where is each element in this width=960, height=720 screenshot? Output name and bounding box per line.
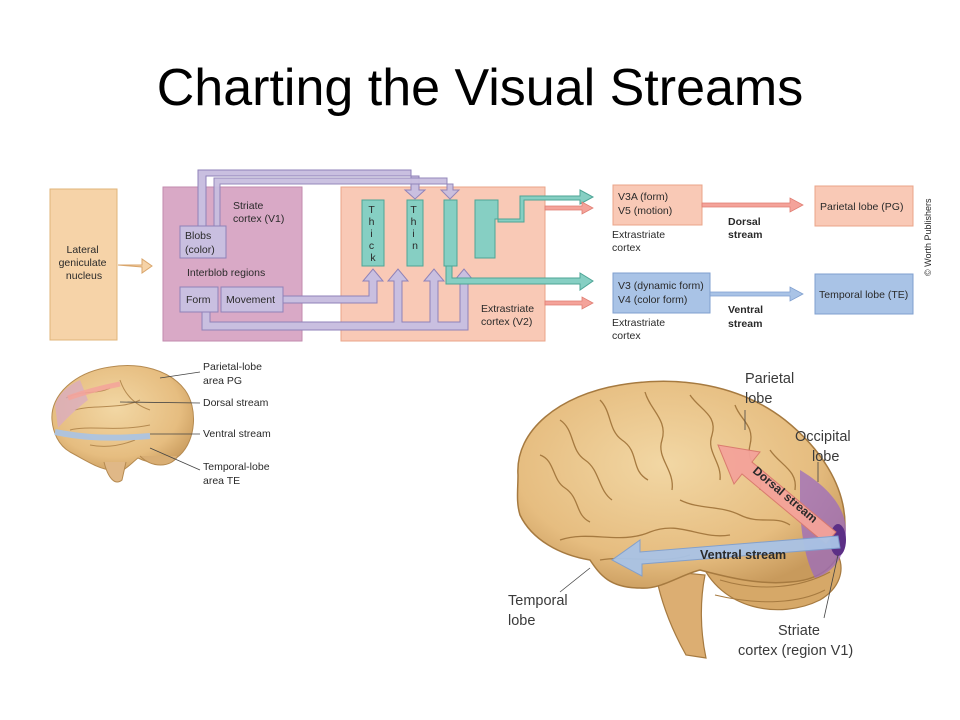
svg-text:Dorsal stream: Dorsal stream xyxy=(728,216,764,241)
svg-text:V3A (form) V5 (motion): V3A (form) V5 (motion) xyxy=(618,191,672,217)
small-parietal-2: area PG xyxy=(203,375,242,387)
small-parietal-1: Parietal-lobe xyxy=(203,361,262,373)
thick-letter: c xyxy=(369,240,374,252)
large-occipital-1: Occipital xyxy=(795,429,851,445)
small-temporal-1: Temporal-lobe xyxy=(203,461,270,473)
lgn-label-2: geniculate xyxy=(59,257,107,269)
striate-label-2: cortex (V1) xyxy=(233,213,284,225)
v2-to-ventral-pink xyxy=(544,296,594,310)
interstripe xyxy=(443,199,458,267)
thin-letter: i xyxy=(412,228,414,240)
large-occipital-2: lobe xyxy=(812,449,839,465)
small-brain xyxy=(51,365,195,483)
dorsal-stream-1: Dorsal xyxy=(728,216,761,228)
copyright-text: © Worth Publishers xyxy=(923,198,933,276)
temporal-lobe-box xyxy=(814,273,914,315)
lgn-label-1: Lateral xyxy=(66,244,98,256)
blob-to-thin-path xyxy=(197,169,427,227)
lgn-to-v1-arrow xyxy=(117,258,153,274)
thin-letter: h xyxy=(411,216,417,228)
large-brain xyxy=(516,380,846,659)
v2-label-1: Extrastriate xyxy=(481,303,534,315)
parietal-lobe-box xyxy=(814,185,914,227)
v2-to-dorsal-teal xyxy=(474,189,595,259)
svg-text:Temporal lobe: Temporal lobe xyxy=(508,593,572,629)
small-ventral-label: Ventral stream xyxy=(203,428,271,440)
small-dorsal-label: Dorsal stream xyxy=(203,397,269,409)
thick-letter: h xyxy=(369,216,375,228)
ventral-to-temporal-arrow xyxy=(709,286,804,302)
movement-box xyxy=(220,286,284,313)
svg-text:Blobs (color): Blobs (color) xyxy=(185,230,215,256)
ventral-stream-1: Ventral xyxy=(728,304,763,316)
large-temporal-2: lobe xyxy=(508,613,535,629)
svg-text:T h i n: T h i n xyxy=(410,204,419,252)
svg-text:Extrastriate cortex: Extrastriate cortex xyxy=(612,317,668,342)
large-ventral-label: Ventral stream xyxy=(700,548,786,562)
svg-text:Striate cortex (region V1): Striate cortex (region V1) xyxy=(738,623,853,659)
blobs-box xyxy=(179,225,227,259)
parietal-lobe-label: Parietal lobe (PG) xyxy=(820,201,903,213)
dorsal-stream-2: stream xyxy=(728,229,762,241)
svg-text:T h i c k: T h i c k xyxy=(368,204,377,264)
ventral-stream-2: stream xyxy=(728,318,762,330)
temporal-lobe-label: Temporal lobe (TE) xyxy=(819,289,908,301)
svg-text:Temporal-lobe area TE: Temporal-lobe area TE xyxy=(203,461,272,487)
svg-text:Occipital lobe: Occipital lobe xyxy=(795,429,855,465)
dorsal-extra-1: Extrastriate xyxy=(612,229,665,241)
thick-letter: k xyxy=(370,252,376,264)
blobs-label-1: Blobs xyxy=(185,230,211,242)
ventral-extra-1: Extrastriate xyxy=(612,317,665,329)
striate-cortex-box xyxy=(162,186,303,342)
striate-label-1: Striate xyxy=(233,200,264,212)
dorsal-area-1: V3A (form) xyxy=(618,191,668,203)
small-temporal-2: area TE xyxy=(203,475,240,487)
large-parietal-2: lobe xyxy=(745,391,772,407)
thick-letter: T xyxy=(368,204,375,216)
lgn-box xyxy=(49,188,118,341)
svg-text:Parietal-lobe area PG: Parietal-lobe area PG xyxy=(203,361,265,387)
form-label: Form xyxy=(186,294,211,306)
large-temporal-1: Temporal xyxy=(508,593,568,609)
ventral-area-2: V4 (color form) xyxy=(618,294,687,306)
large-parietal-1: Parietal xyxy=(745,371,794,387)
movement-to-thick-path xyxy=(282,268,385,304)
svg-text:V3 (dynamic form) V4 (colo: V3 (dynamic form) V4 (color form) xyxy=(618,280,707,306)
movement-label: Movement xyxy=(226,294,275,306)
slide-title: Charting the Visual Streams xyxy=(156,59,804,117)
thin-stripe xyxy=(406,199,424,267)
ventral-area-box xyxy=(612,272,711,314)
svg-text:Striate cortex (V1): Striate cortex (V1) xyxy=(233,200,284,225)
v2-to-ventral-teal xyxy=(445,265,594,291)
svg-text:Parietal lobe: Parietal lobe xyxy=(745,371,798,407)
large-striate-2: cortex (region V1) xyxy=(738,643,853,659)
svg-text:Extrastriate cortex (V2): Extrastriate cortex (V2) xyxy=(481,303,537,328)
ventral-area-1: V3 (dynamic form) xyxy=(618,280,704,292)
interblob-label: Interblob regions xyxy=(187,267,265,279)
thin-letter: n xyxy=(412,240,418,252)
v2-label-2: cortex (V2) xyxy=(481,316,532,328)
interblob-to-pale-path xyxy=(213,177,461,227)
large-striate-1: Striate xyxy=(778,623,820,639)
ventral-extra-2: cortex xyxy=(612,330,641,342)
thick-letter: i xyxy=(370,228,372,240)
blobs-label-2: (color) xyxy=(185,244,215,256)
svg-text:Lateral geniculate nuc: Lateral geniculate nucleus xyxy=(59,244,110,282)
dorsal-area-2: V5 (motion) xyxy=(618,205,672,217)
dorsal-extra-2: cortex xyxy=(612,242,641,254)
svg-text:Extrastriate cortex: Extrastriate cortex xyxy=(612,229,668,254)
thin-letter: T xyxy=(410,204,417,216)
thick-stripe xyxy=(361,199,385,267)
dorsal-to-parietal-arrow xyxy=(701,197,804,213)
lgn-label-3: nucleus xyxy=(66,270,102,282)
svg-text:Ventral stream: Ventral stream xyxy=(728,304,766,330)
v2-to-dorsal-pink xyxy=(544,201,594,215)
form-box xyxy=(179,286,219,313)
